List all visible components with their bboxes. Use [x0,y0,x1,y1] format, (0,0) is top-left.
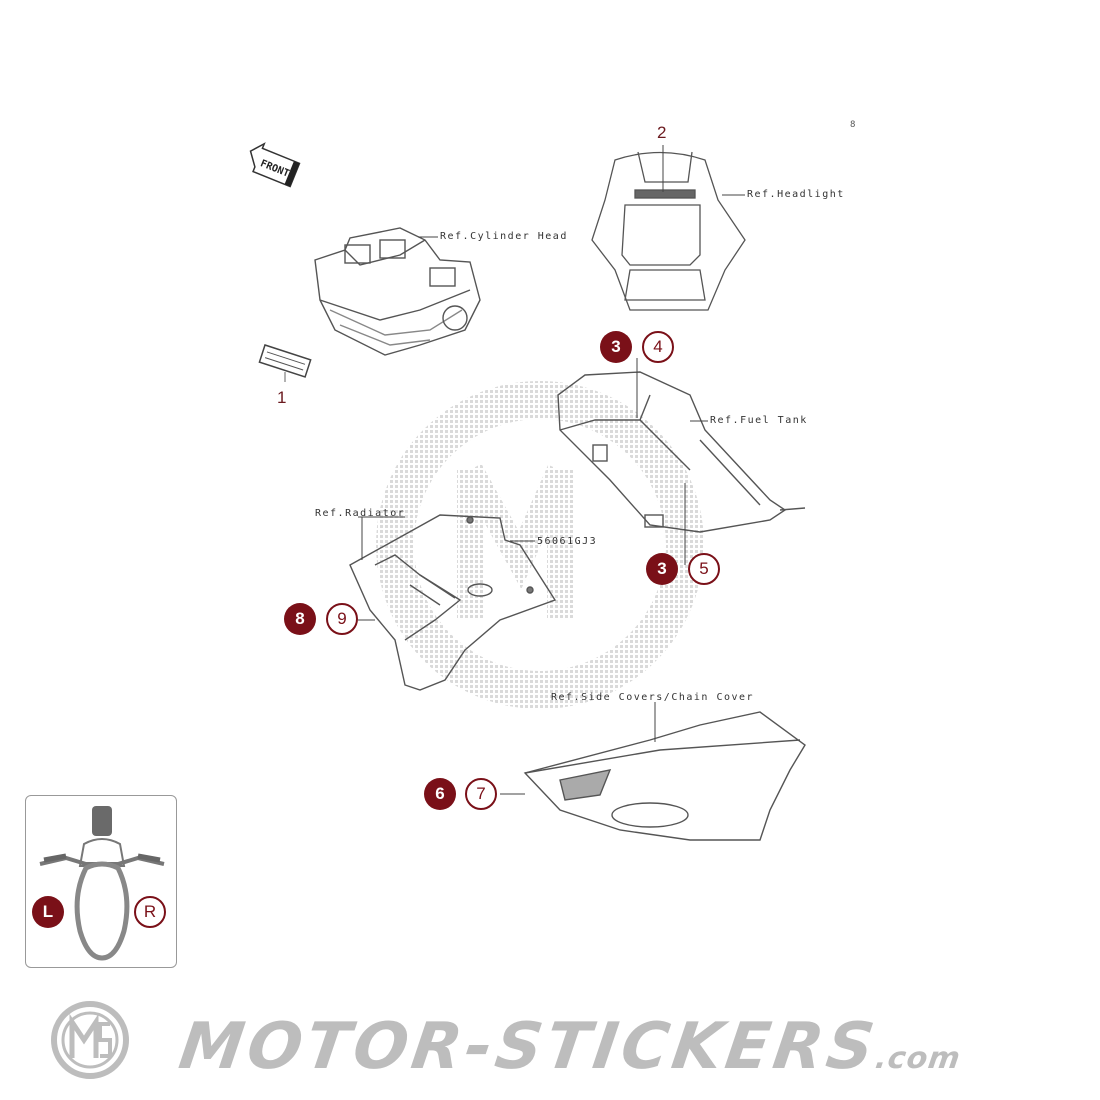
callout-7-right: 7 [465,778,497,810]
side-legend: L R [25,795,177,968]
side-cover-drawing [523,711,806,841]
part-number-label: 56061GJ3 [537,536,598,547]
callout-3-left: 3 [600,331,632,363]
front-arrow-icon: FRONT [249,142,301,188]
callout-6-left: 6 [424,778,456,810]
corner-mark: 8 [850,120,856,130]
callout-4-right: 4 [642,331,674,363]
callout-8-left: 8 [284,603,316,635]
callout-5-right: 5 [688,553,720,585]
part-number-2: 2 [657,123,667,142]
fuel-tank-drawing [557,371,806,533]
brand-wordmark: MOTOR-STICKERS.com [175,1010,968,1084]
callout-3-left-lower: 3 [646,553,678,585]
cylinder-head-drawing [314,227,481,356]
ref-cylinder-head-label: Ref.Cylinder Head [440,231,568,242]
radiator-shroud-drawing [349,514,557,691]
legend-right-badge: R [134,896,166,928]
ref-radiator-label: Ref.Radiator [315,508,406,519]
brand-name: MOTOR-STICKERS [174,1010,883,1084]
legend-left-badge: L [32,896,64,928]
callout-9-right: 9 [326,603,358,635]
ref-fuel-tank-label: Ref.Fuel Tank [710,415,808,426]
part-1-decal [258,344,312,378]
ref-side-covers-label: Ref.Side Covers/Chain Cover [551,692,755,703]
part-number-1: 1 [277,388,287,407]
ref-headlight-label: Ref.Headlight [747,189,845,200]
headlight-drawing [591,151,746,311]
brand-suffix: .com [873,1041,964,1076]
motorcycle-top-view-icon [39,806,165,961]
